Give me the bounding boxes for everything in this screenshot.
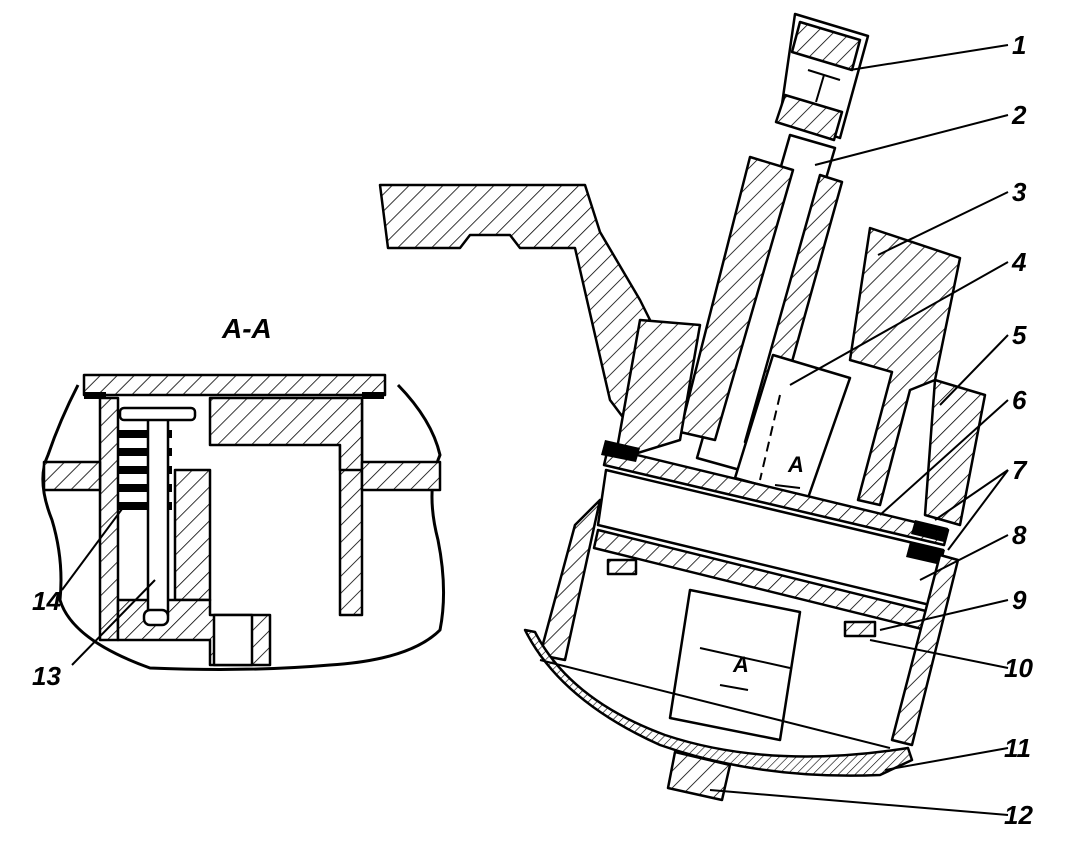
rod-guide-boss: [678, 155, 795, 442]
section-mark-upper: A: [787, 452, 804, 477]
callout-9: 9: [1012, 585, 1027, 615]
diaphragm-plate: [602, 446, 950, 547]
callout-6: 6: [1012, 385, 1027, 415]
callout-7: 7: [1012, 455, 1028, 485]
lower-housing-right-wall: [890, 553, 960, 747]
section-mark-lower: A: [732, 652, 749, 677]
callout-1: 1: [1012, 30, 1026, 60]
callout-13: 13: [32, 661, 61, 691]
bottom-cover: [523, 628, 914, 777]
detail-valve-body: [173, 468, 212, 602]
callout-11: 11: [1004, 733, 1031, 763]
callout-12: 12: [1004, 800, 1033, 830]
detail-top-cover: [82, 373, 387, 397]
main-assembly: A A: [378, 12, 987, 802]
callout-4: 4: [1011, 247, 1027, 277]
callout-2: 2: [1011, 100, 1027, 130]
callouts: 1 2 3 4 5 6 7 8 9 10 11 12: [709, 30, 1033, 830]
callout-14: 14: [32, 586, 61, 616]
section-title: A-A: [221, 313, 272, 344]
callout-8: 8: [1012, 520, 1027, 550]
bottom-bolt: [666, 750, 732, 802]
callout-3: 3: [1012, 177, 1027, 207]
callout-5: 5: [1012, 320, 1027, 350]
section-a-a-detail: A-A 14 1: [32, 313, 446, 691]
outlet-fitting: [668, 588, 802, 742]
mounting-bracket: [378, 183, 652, 422]
upper-housing: [613, 318, 702, 462]
callout-10: 10: [1004, 653, 1033, 683]
detail-breakout-outline: [41, 383, 446, 671]
lower-housing-left-wall: [538, 498, 602, 662]
